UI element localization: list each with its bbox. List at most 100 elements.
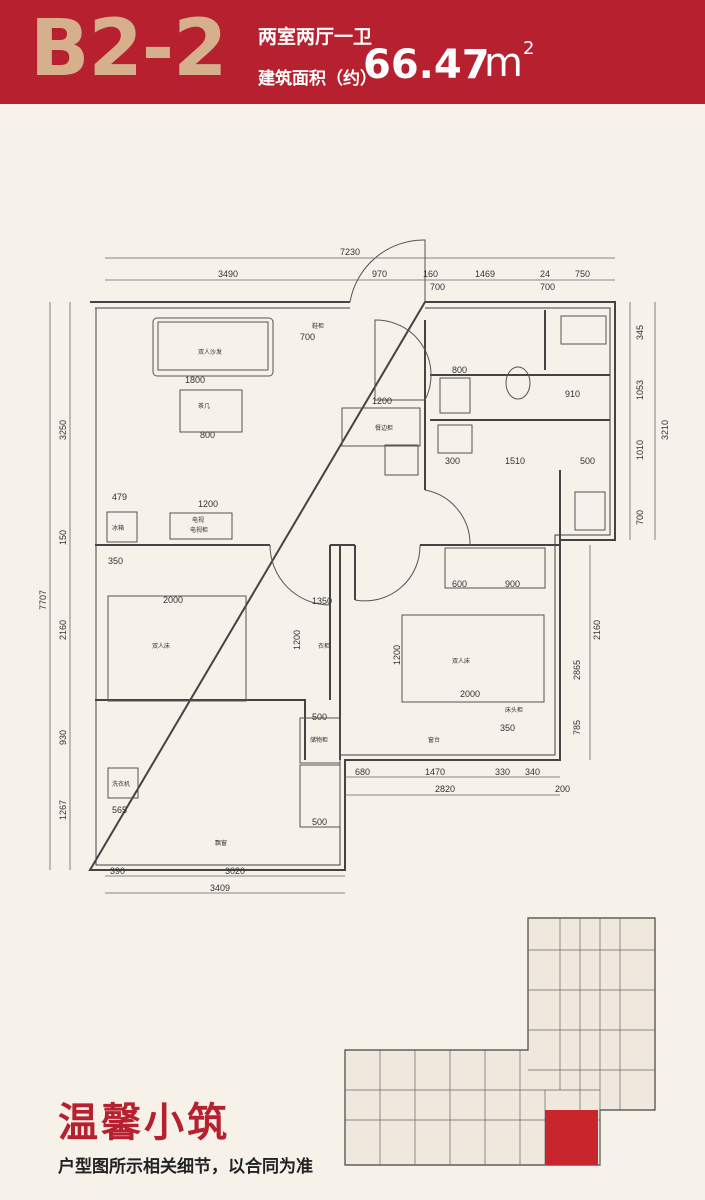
dim-text: 3210: [660, 420, 670, 440]
coffee-table: [179, 389, 243, 433]
doors: [269, 239, 471, 606]
dim-text: 1350: [312, 596, 332, 606]
vertical-dimension-texts: 3250 150 2160 930 1267 7707 345 1053 101…: [38, 325, 670, 820]
dim-text: 565: [112, 805, 127, 815]
label-washer: 洗衣机: [112, 780, 130, 788]
label-cabinet: 餐边柜: [375, 424, 393, 432]
dim-text: 24: [540, 269, 550, 279]
dim-text: 1053: [635, 380, 645, 400]
label-shoe: 鞋柜: [312, 322, 324, 330]
sofa: [152, 317, 274, 377]
dim-text: 600: [452, 579, 467, 589]
label-sofa: 双人沙发: [198, 348, 222, 356]
highlighted-unit: [545, 1110, 598, 1165]
label-bed-1: 双人床: [152, 642, 170, 650]
area-label: 建筑面积（约）: [258, 69, 377, 89]
dimension-texts: 7230 3490 970 160 1469 24 750 700 700 39…: [108, 247, 595, 893]
dim-text: 350: [108, 556, 123, 566]
label-window-2: 窗台: [428, 736, 440, 744]
dim-text: 3020: [225, 866, 245, 876]
walls: [88, 301, 616, 871]
bed-1: [107, 595, 247, 702]
label-table: 茶几: [198, 402, 210, 410]
dim-text: 150: [58, 530, 68, 545]
dim-text: 900: [505, 579, 520, 589]
dim-text: 1510: [505, 456, 525, 466]
dim-text: 2160: [592, 620, 602, 640]
dim-text: 680: [355, 767, 370, 777]
dim-text: 930: [58, 730, 68, 745]
label-tv-cabinet: 电视柜: [190, 526, 208, 534]
label-window: 飘窗: [215, 839, 227, 847]
toilet: [505, 366, 531, 400]
dim-text: 2000: [460, 689, 480, 699]
unit-code: B2-2: [30, 4, 227, 94]
dim-text: 160: [423, 269, 438, 279]
tv-cabinet: [169, 512, 233, 540]
dim-text: 1267: [58, 800, 68, 820]
dim-text: 1200: [372, 396, 392, 406]
dim-text: 500: [580, 456, 595, 466]
dim-text: 910: [565, 389, 580, 399]
sink: [439, 377, 471, 414]
washer: [107, 767, 139, 799]
dim-text: 2865: [572, 660, 582, 680]
dim-text: 350: [500, 723, 515, 733]
dim-text: 2820: [435, 784, 455, 794]
dim-text: 479: [112, 492, 127, 502]
dim-text: 3250: [58, 420, 68, 440]
brand-title: 温馨小筑: [58, 1100, 230, 1146]
stove: [574, 491, 606, 531]
dim-text: 200: [555, 784, 570, 794]
dim-text: 7707: [38, 590, 48, 610]
dim-text: 750: [575, 269, 590, 279]
dim-text: 500: [312, 712, 327, 722]
dim-text: 700: [540, 282, 555, 292]
dining-cabinet: [341, 407, 421, 447]
dim-text: 1010: [635, 440, 645, 460]
fridge: [106, 511, 138, 543]
dim-top-total: 7230: [340, 247, 360, 257]
label-wardrobe: 衣柜: [318, 642, 330, 650]
dim-text: 300: [445, 456, 460, 466]
dim-text: 1470: [425, 767, 445, 777]
dim-text: 800: [452, 365, 467, 375]
label-nightstand: 床头柜: [505, 706, 523, 714]
dim-text: 1200: [198, 499, 218, 509]
dim-text: 1200: [392, 645, 402, 665]
dim-text: 1469: [475, 269, 495, 279]
dim-text: 970: [372, 269, 387, 279]
dim-text: 1800: [185, 375, 205, 385]
dim-text: 2160: [58, 620, 68, 640]
furniture-labels: 双人沙发 茶几 餐边柜 电视 电视柜 冰箱 双人床 双人床 床头柜 衣柜 洗衣机…: [112, 322, 523, 847]
dim-text: 1200: [292, 630, 302, 650]
dim-text: 700: [635, 510, 645, 525]
label-tv: 电视: [192, 516, 204, 524]
layout-type: 两室两厅一卫: [258, 26, 373, 48]
dimension-lines: [49, 257, 656, 894]
bed-2: [401, 614, 545, 703]
dim-text: 2000: [163, 595, 183, 605]
shower: [299, 764, 341, 828]
label-bed-2: 双人床: [452, 657, 470, 665]
dim-text: 700: [430, 282, 445, 292]
furniture: [106, 315, 607, 828]
dim-text: 340: [525, 767, 540, 777]
dim-text: 800: [200, 430, 215, 440]
dim-text: 330: [495, 767, 510, 777]
area-value: 66.47: [363, 42, 490, 88]
label-fridge: 冰箱: [112, 524, 124, 532]
label-closet: 储物柜: [310, 736, 328, 744]
area-unit: m2: [484, 38, 535, 86]
dim-text: 390: [110, 866, 125, 876]
dim-text: 3490: [218, 269, 238, 279]
dim-text: 700: [300, 332, 315, 342]
dim-text: 3409: [210, 883, 230, 893]
dim-text: 785: [572, 720, 582, 735]
dim-text: 345: [635, 325, 645, 340]
header-banner: B2-2 两室两厅一卫 建筑面积（约） 66.47 m2: [0, 0, 705, 104]
site-map: [344, 917, 656, 1166]
dim-text: 500: [312, 817, 327, 827]
disclaimer: 户型图所示相关细节，以合同为准: [58, 1157, 313, 1177]
